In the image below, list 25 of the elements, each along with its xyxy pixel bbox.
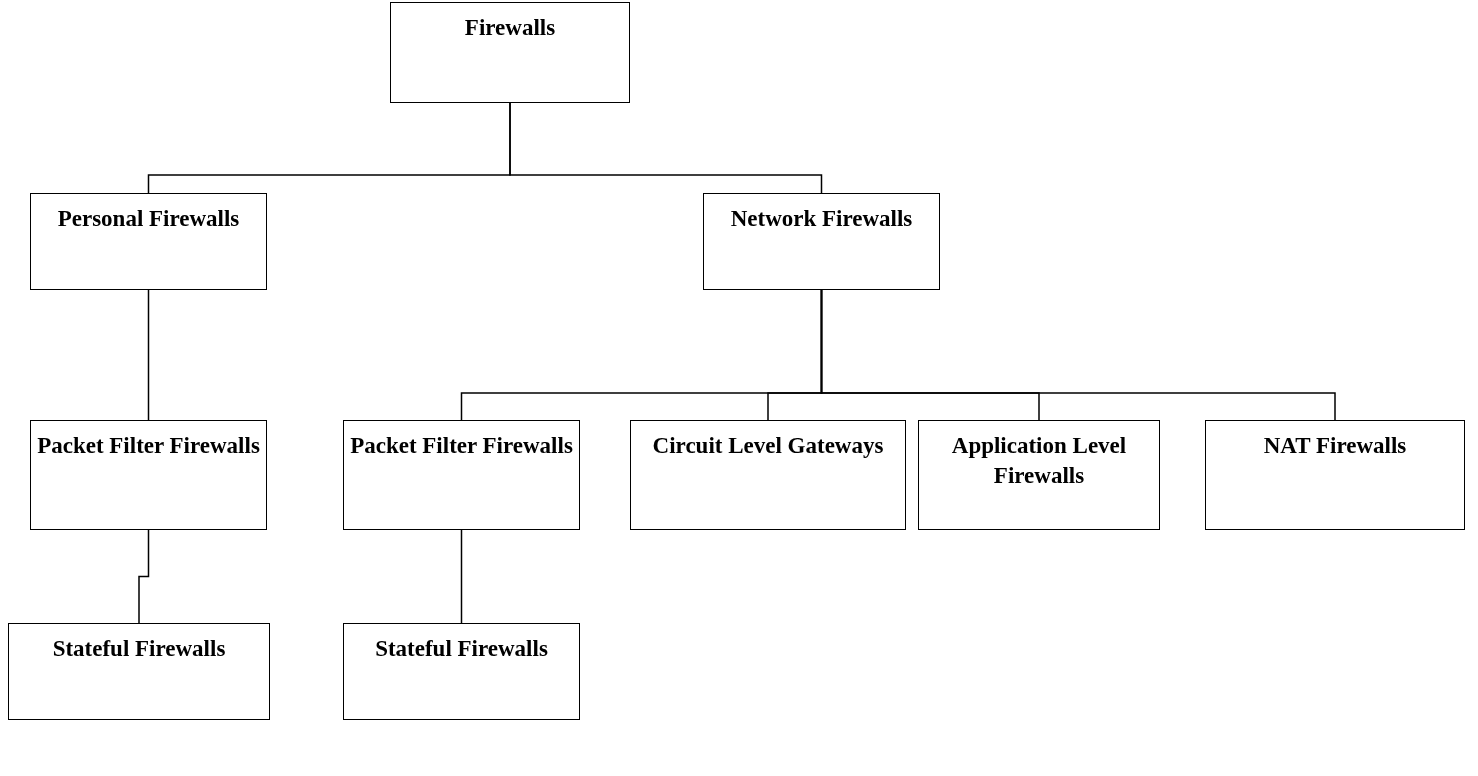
category-box [30, 193, 267, 290]
box-label: NAT Firewalls [1262, 432, 1408, 460]
connector-line [138, 529, 150, 624]
box-label: Packet Filter Firewalls [36, 432, 261, 460]
category-box [630, 420, 906, 530]
category-box [1205, 420, 1465, 530]
category-box [30, 420, 267, 530]
connector-line [147, 289, 150, 421]
category-box [703, 193, 940, 290]
box-label: Network Firewalls [729, 205, 914, 233]
box-label: Application Level Firewalls [950, 432, 1128, 490]
connector-line [820, 289, 1336, 421]
box-label: Stateful Firewalls [51, 635, 227, 663]
category-box [390, 2, 630, 103]
category-box [8, 623, 270, 720]
category-box [918, 420, 1160, 530]
category-box [343, 623, 580, 720]
category-box [343, 420, 580, 530]
box-label: Stateful Firewalls [374, 635, 549, 663]
box-label: Circuit Level Gateways [651, 432, 885, 460]
box-label: Packet Filter Firewalls [349, 432, 574, 460]
connector-line [509, 102, 823, 194]
box-label: Firewalls [463, 14, 557, 42]
connector-line [460, 529, 463, 624]
box-label: Personal Firewalls [56, 205, 241, 233]
